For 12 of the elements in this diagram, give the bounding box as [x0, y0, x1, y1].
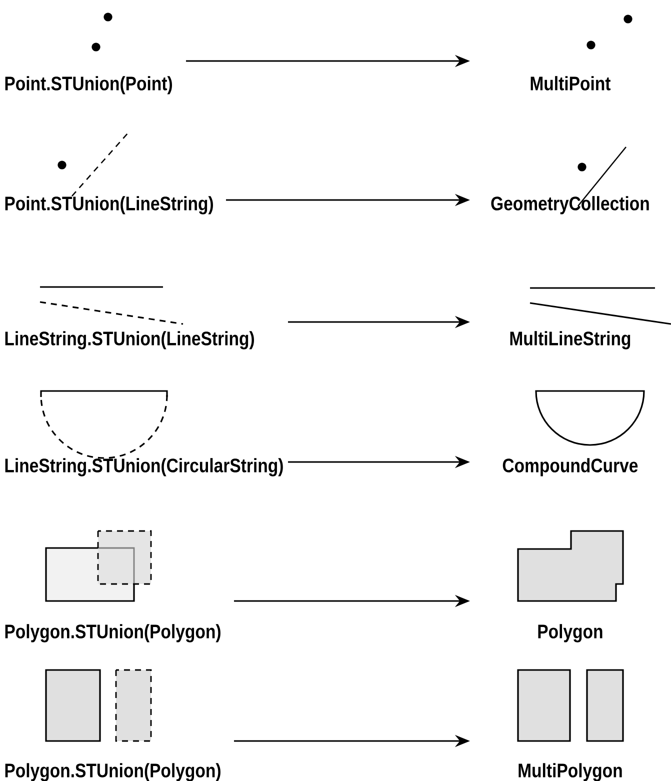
geometry-label: LineString.STUnion(CircularString) [5, 458, 283, 476]
geometry-label: Point.STUnion(Point) [5, 76, 172, 94]
geometry-label: GeometryCollection [491, 196, 649, 214]
geometry-label: LineString.STUnion(LineString) [5, 331, 254, 350]
geometry-label: CompoundCurve [502, 458, 638, 476]
geometry-label: Polygon.STUnion(Polygon) [5, 763, 220, 781]
geometry-label: Polygon.STUnion(Polygon) [5, 624, 220, 642]
geometry-label: Point.STUnion(LineString) [5, 196, 213, 214]
geometry-label: MultiPolygon [518, 763, 622, 781]
geometry-label: Polygon [538, 624, 602, 642]
geometry-label: MultiPoint [530, 76, 611, 90]
geometry-label: MultiLineString [510, 331, 630, 350]
